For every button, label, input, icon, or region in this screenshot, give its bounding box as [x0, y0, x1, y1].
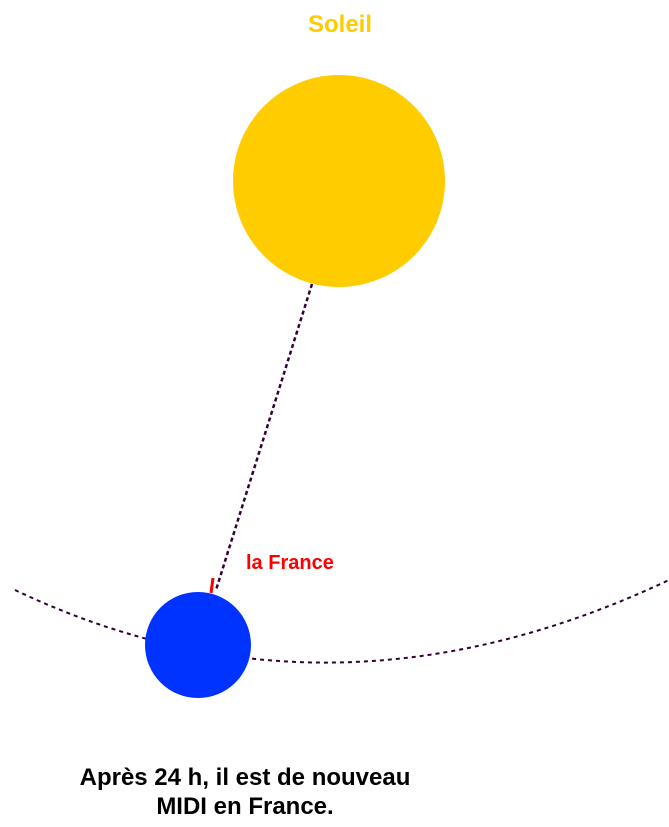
sun-ray-line [216, 284, 312, 590]
france-marker [211, 578, 213, 593]
caption-line-2: MIDI en France. [0, 792, 490, 821]
sun-disc [233, 75, 445, 287]
caption-line-1: Après 24 h, il est de nouveau [0, 763, 490, 792]
earth-orbit [15, 580, 669, 663]
france-label: la France [246, 551, 334, 575]
caption: Après 24 h, il est de nouveau MIDI en Fr… [0, 763, 490, 821]
sun-label: Soleil [240, 10, 440, 40]
earth-disc [145, 592, 251, 698]
